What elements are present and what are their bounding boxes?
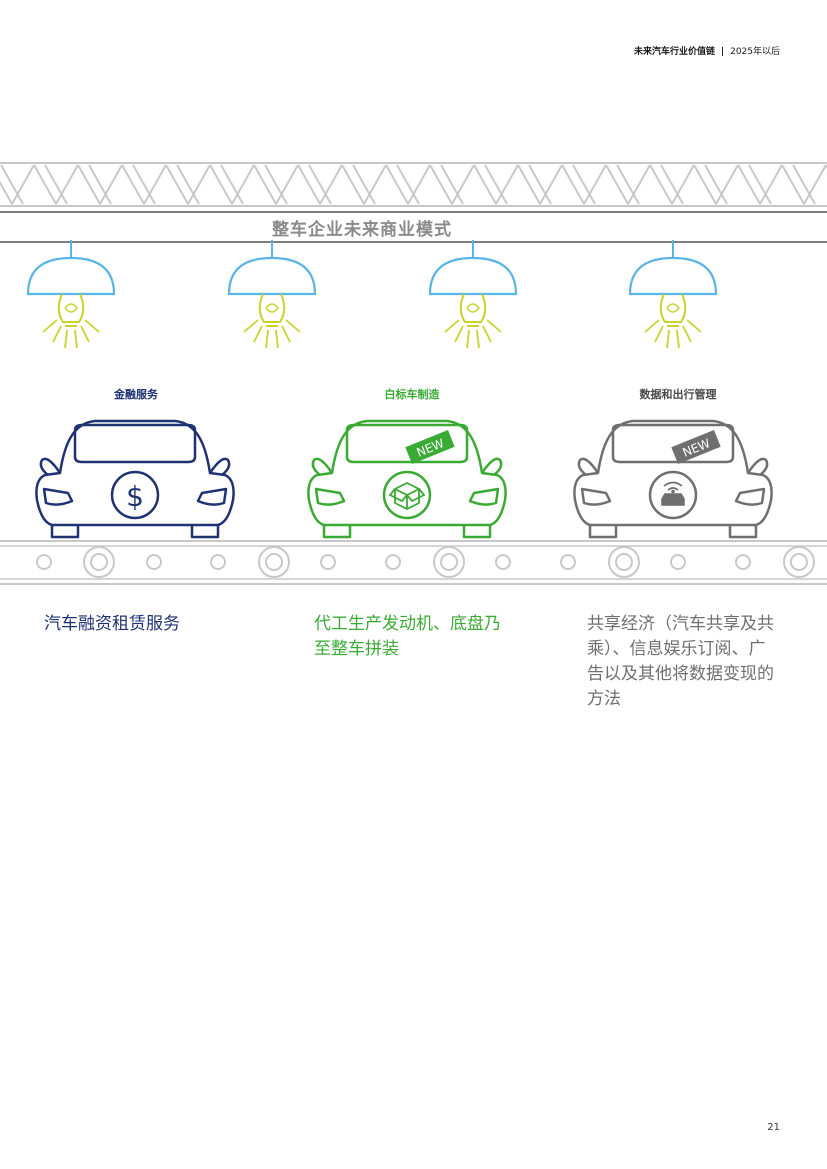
roller-large — [90, 553, 108, 571]
car-white-label: NEW — [307, 419, 507, 539]
roller-small — [735, 554, 751, 570]
truss-illustration — [0, 162, 827, 243]
header-separator: | — [720, 47, 725, 57]
header-title: 未来汽车行业价值链 — [634, 47, 716, 57]
roller-large — [790, 553, 808, 571]
roller-small — [670, 554, 686, 570]
model-description-white-label: 代工生产发动机、底盘乃至整车拼装 — [314, 614, 501, 659]
lamp — [628, 240, 718, 349]
lamp — [227, 240, 317, 349]
lamp — [428, 240, 518, 349]
model-label-white-label: 白标车制造 — [384, 388, 440, 401]
car-finance: $ — [35, 419, 235, 539]
roller-large — [783, 546, 815, 578]
car-signal-icon — [661, 481, 685, 506]
model-description-finance: 汽车融资租赁服务 — [44, 614, 180, 634]
model-description-data-mobility: 共享经济（汽车共享及共乘）、信息娱乐订阅、广告以及其他将数据变现的方法 — [587, 614, 774, 709]
running-header: 未来汽车行业价值链 | 2025年以后 — [634, 44, 780, 57]
lamps-illustration — [26, 240, 718, 349]
roller-large — [83, 546, 115, 578]
new-badge: NEW — [405, 430, 455, 464]
conveyor-belt — [0, 540, 827, 585]
roller-small — [495, 554, 511, 570]
lamp — [26, 240, 116, 349]
car-data-mobility: NEW — [573, 419, 773, 539]
roller-small — [320, 554, 336, 570]
new-badge: NEW — [671, 430, 721, 464]
roller-large — [440, 553, 458, 571]
roller-small — [210, 554, 226, 570]
roller-large — [608, 546, 640, 578]
roller-small — [146, 554, 162, 570]
section-title: 整车企业未来商业模式 — [272, 220, 452, 240]
roller-large — [433, 546, 465, 578]
roller-small — [560, 554, 576, 570]
roller-large — [615, 553, 633, 571]
roller-large — [265, 553, 283, 571]
roller-small — [36, 554, 52, 570]
model-label-finance: 金融服务 — [114, 388, 158, 401]
dollar-icon: $ — [126, 480, 144, 513]
roller-large — [258, 546, 290, 578]
roller-small — [385, 554, 401, 570]
page-number: 21 — [767, 1122, 780, 1133]
box-icon — [388, 481, 426, 511]
model-label-data-mobility: 数据和出行管理 — [639, 388, 717, 401]
header-year: 2025年以后 — [730, 47, 780, 57]
